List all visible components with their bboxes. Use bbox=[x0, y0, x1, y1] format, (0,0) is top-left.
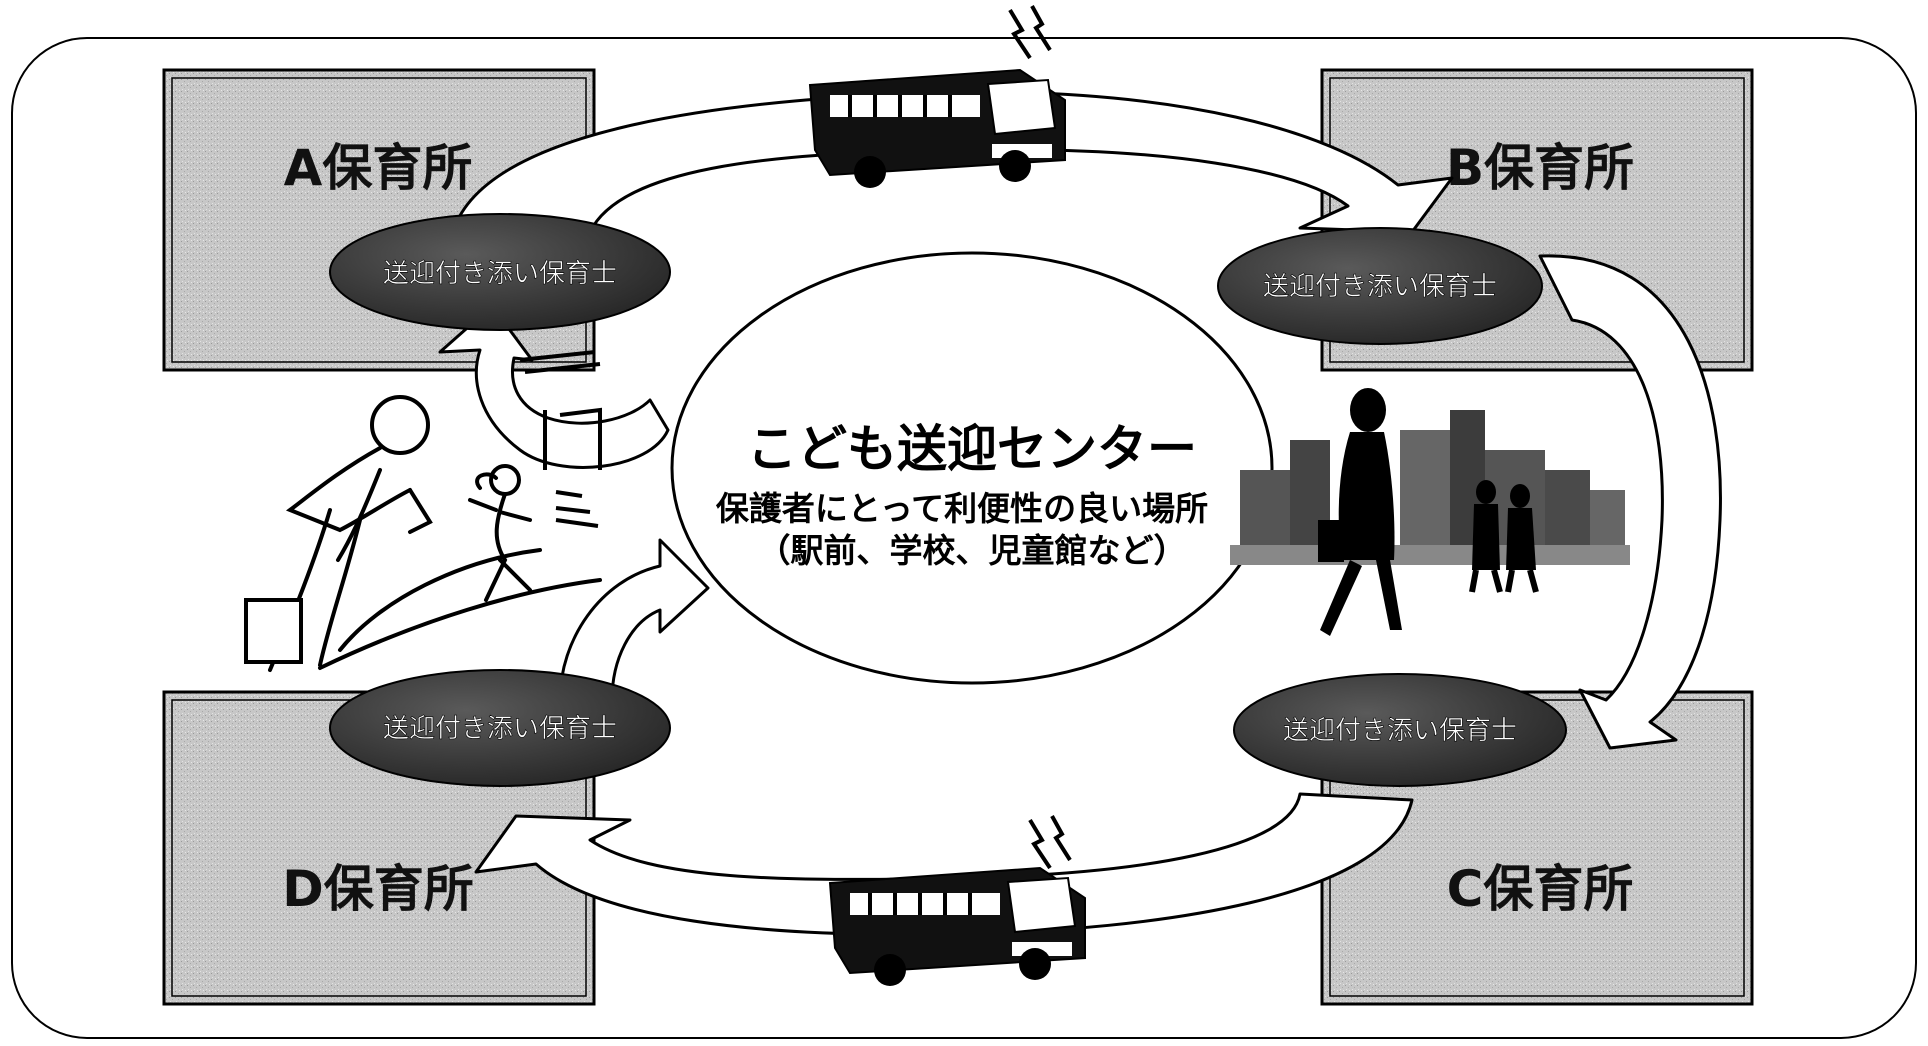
center-examples: （駅前、学校、児童館など） bbox=[758, 531, 1187, 570]
nursery-label-c: C保育所 bbox=[1447, 860, 1634, 918]
nursery-label-a: A保育所 bbox=[284, 139, 473, 197]
bus-icon bbox=[808, 5, 1066, 188]
staff-label-b: 送迎付き添い保育士 bbox=[1263, 272, 1497, 302]
staff-label-a: 送迎付き添い保育士 bbox=[383, 259, 617, 289]
arrow-center-to-a bbox=[438, 304, 670, 469]
center-oval bbox=[670, 251, 1274, 685]
staff-oval-a: 送迎付き添い保育士 bbox=[329, 213, 671, 331]
staff-oval-c: 送迎付き添い保育士 bbox=[1233, 673, 1567, 787]
staff-label-d: 送迎付き添い保育士 bbox=[383, 714, 617, 744]
center-subtitle: 保護者にとって利便性の良い場所 bbox=[716, 489, 1208, 528]
route-arrows bbox=[438, 90, 1722, 937]
parent-child-icon bbox=[244, 395, 602, 672]
nursery-label-d: D保育所 bbox=[282, 860, 474, 918]
arrow-c-to-d bbox=[474, 792, 1414, 937]
staff-label-c: 送迎付き添い保育士 bbox=[1283, 716, 1517, 746]
bus-icon bbox=[828, 815, 1086, 986]
arrow-b-to-c bbox=[1538, 254, 1722, 750]
center-title: こども送迎センター bbox=[747, 420, 1197, 478]
staff-oval-b: 送迎付き添い保育士 bbox=[1217, 227, 1543, 345]
arrow-a-to-b bbox=[450, 90, 1454, 237]
arrow-d-to-center bbox=[558, 538, 710, 702]
phone-ring-icon bbox=[519, 350, 602, 528]
staff-oval-d: 送迎付き添い保育士 bbox=[329, 669, 671, 787]
commuters-icon bbox=[1230, 388, 1630, 636]
nursery-label-b: B保育所 bbox=[1446, 139, 1634, 197]
